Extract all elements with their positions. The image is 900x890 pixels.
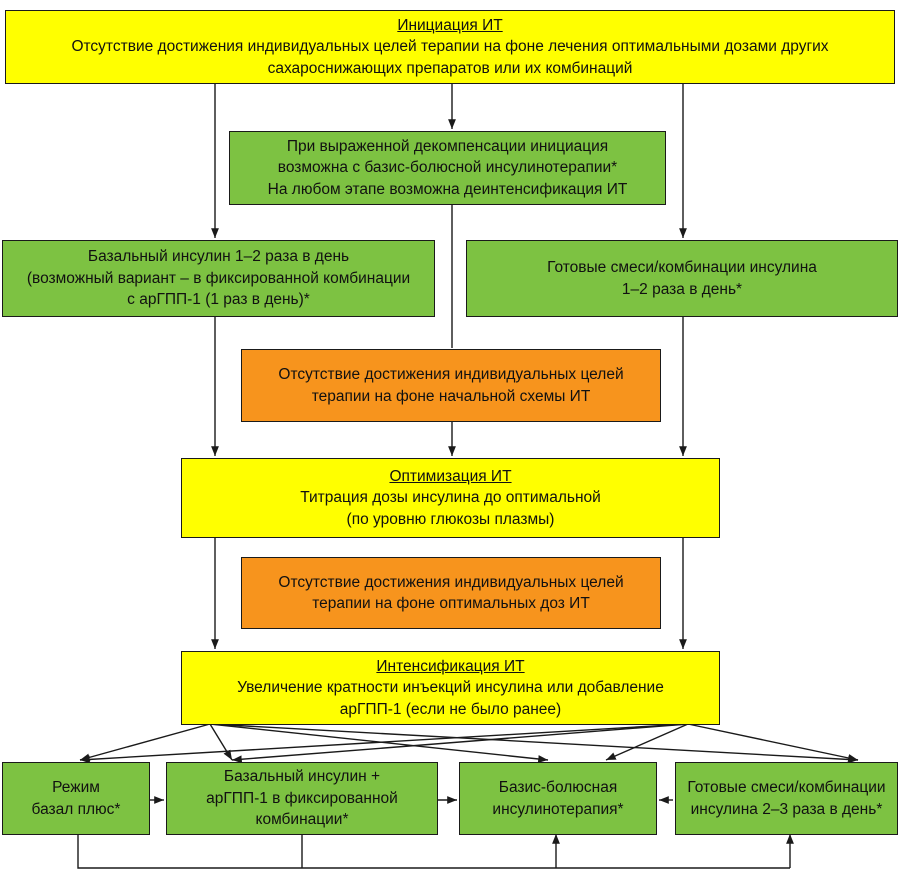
decompensation-text-1: При выраженной декомпенсации инициация <box>286 137 609 155</box>
basal-insulin-box: Базальный инсулин 1–2 раза в день (возмо… <box>2 240 435 317</box>
basal-plus-text-1: Режим <box>52 779 100 797</box>
decompensation-text-3: На любом этапе возможна деинтенсификация… <box>267 180 628 198</box>
premix-multi-box: Готовые смеси/комбинации инсулина 2–3 ра… <box>675 762 898 835</box>
premix-multi-text-1: Готовые смеси/комбинации <box>687 779 886 797</box>
premix-text-1: Готовые смеси/комбинации инсулина <box>547 259 817 277</box>
intensification-text-1: Увеличение кратности инъекций инсулина и… <box>237 679 664 697</box>
basal-text-1: Базальный инсулин 1–2 раза в день <box>87 248 350 266</box>
basal-plus-text-2: базал плюс* <box>31 800 121 818</box>
premix-box: Готовые смеси/комбинации инсулина 1–2 ра… <box>466 240 898 317</box>
decompensation-text-2: возможна с базис-болюсной инсулинотерапи… <box>277 159 618 177</box>
fail-optimal-box: Отсутствие достижения индивидуальных цел… <box>241 557 661 629</box>
optimization-box: Оптимизация ИТ Титрация дозы инсулина до… <box>181 458 720 538</box>
basal-glp1-text-1: Базальный инсулин + <box>223 768 381 786</box>
arrow-int-to-premix-multi-b <box>687 723 859 762</box>
initiation-box: Инициация ИТ Отсутствие достижения индив… <box>5 10 895 84</box>
fail-optimal-text-1: Отсутствие достижения индивидуальных цел… <box>278 573 624 591</box>
basal-text-3: с арГПП-1 (1 раз в день)* <box>127 291 310 309</box>
fail-optimal-text-2: терапии на фоне оптимальных доз ИТ <box>312 595 590 612</box>
basis-bolus-text-1: Базис-болюсная <box>498 779 618 797</box>
arrow-int-to-basal-plus-b <box>79 723 689 764</box>
arrow-int-to-basal-glp1-b <box>231 723 689 764</box>
arrow-int-to-basal-plus <box>79 723 211 762</box>
fail-initial-box: Отсутствие достижения индивидуальных цел… <box>241 349 661 422</box>
bottom-bus <box>77 834 790 869</box>
optimization-text-1: Титрация дозы инсулина до оптимальной <box>300 489 601 507</box>
premix-text-2: 1–2 раза в день* <box>621 280 743 298</box>
arrow-int-to-premix-multi-a <box>209 723 859 764</box>
arrow-int-to-basal-glp1 <box>209 723 233 761</box>
optimization-text-2: (по уровню глюкозы плазмы) <box>346 510 555 528</box>
basis-bolus-text-2: инсулинотерапия* <box>492 800 624 818</box>
fail-initial-text-1: Отсутствие достижения индивидуальных цел… <box>278 366 624 384</box>
fail-initial-text-2: терапии на фоне начальной схемы ИТ <box>311 387 591 405</box>
basal-text-2: (возможный вариант – в фиксированной ком… <box>26 269 411 287</box>
optimization-title: Оптимизация ИТ <box>389 467 512 485</box>
basis-bolus-box: Базис-болюсная инсулинотерапия* <box>459 762 657 835</box>
arrow-int-to-basis-bolus-b <box>605 723 689 761</box>
initiation-text-1: Отсутствие достижения индивидуальных цел… <box>71 38 829 56</box>
decompensation-box: При выраженной декомпенсации инициация в… <box>229 131 666 205</box>
premix-multi-text-2: инсулина 2–3 раза в день* <box>690 800 883 818</box>
intensification-box: Интенсификация ИТ Увеличение кратности и… <box>181 651 720 725</box>
basal-glp1-text-2: арГПП-1 в фиксированной <box>206 789 398 807</box>
basal-plus-box: Режим базал плюс* <box>2 762 150 835</box>
basal-glp1-box: Базальный инсулин + арГПП-1 в фиксирован… <box>166 762 438 835</box>
initiation-text-2: сахароснижающих препаратов или их комбин… <box>267 59 633 77</box>
basal-glp1-text-3: комбинации* <box>255 811 349 829</box>
initiation-title: Инициация ИТ <box>397 16 503 34</box>
intensification-text-2: арГПП-1 (если не было ранее) <box>339 700 562 718</box>
intensification-title: Интенсификация ИТ <box>376 657 525 675</box>
